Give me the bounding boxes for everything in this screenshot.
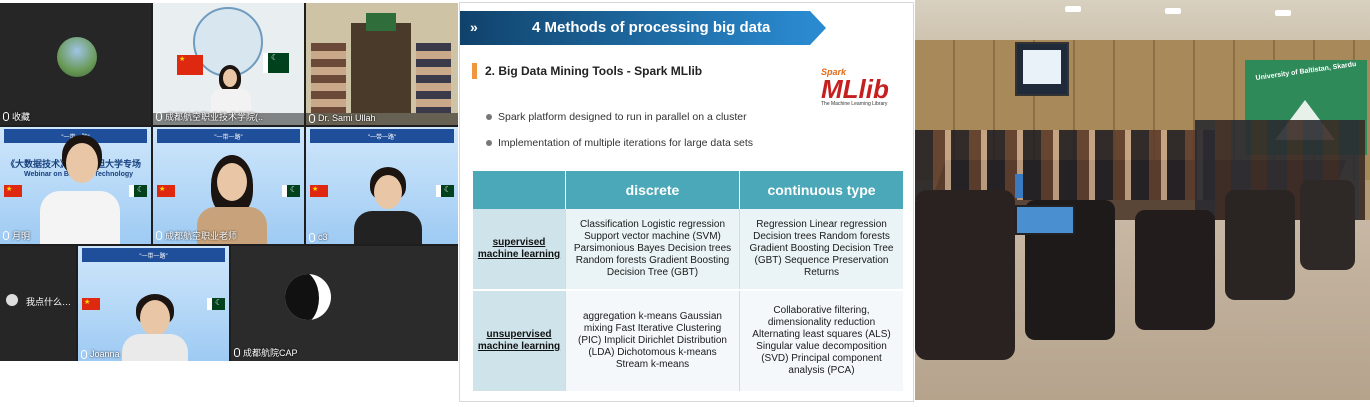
bullet-icon <box>486 140 492 146</box>
logo-spark: Spark <box>821 67 847 77</box>
participant-shirt <box>122 334 188 361</box>
subheading-text: 2. Big Data Mining Tools - Spark MLlib <box>485 64 703 78</box>
chair <box>1225 190 1295 300</box>
logo-tagline: The Machine Learning Library <box>821 101 888 107</box>
speaker-face <box>223 69 237 87</box>
participant-avatar <box>285 274 331 320</box>
slide-title: 4 Methods of processing big data <box>532 19 771 36</box>
table-cell: Collaborative filtering, dimensionality … <box>739 291 903 391</box>
china-flag-icon <box>310 185 328 197</box>
methods-table: discrete continuous type supervised mach… <box>473 171 903 391</box>
accent-bar <box>472 63 477 79</box>
microphone-icon <box>309 232 315 242</box>
participant-tile-9[interactable]: 成都航院CAP <box>231 246 458 361</box>
ceiling-light <box>1065 6 1081 12</box>
participant-tile-7[interactable]: 我点什么… <box>0 246 76 361</box>
banner-header: "一带一路" <box>157 129 300 143</box>
china-flag-icon <box>177 55 203 75</box>
microphone-icon <box>309 113 315 123</box>
table-cell: Classification Logistic regression Suppo… <box>565 209 739 289</box>
participant-name: Joanna <box>81 349 120 359</box>
participant-name: 我点什么… <box>26 297 72 307</box>
table-cell: Regression Linear regression Decision tr… <box>739 209 903 289</box>
participant-shirt <box>40 191 120 244</box>
pakistan-flag-icon <box>207 298 225 310</box>
participant-name: 收藏 <box>3 110 30 123</box>
participant-name: 成都航空职业技术学院(.. <box>156 110 263 123</box>
participant-name: c3 <box>309 232 328 242</box>
china-flag-icon <box>82 298 100 310</box>
chair <box>1300 180 1355 270</box>
classroom-photo: University of Baltistan, Skardu <box>915 0 1370 400</box>
participant-tile-1[interactable]: 收藏 <box>0 3 151 125</box>
participant-face <box>374 175 402 209</box>
participant-avatar <box>57 37 97 77</box>
pakistan-flag-icon <box>436 185 454 197</box>
table-corner <box>473 171 565 209</box>
spark-mllib-logo: Spark MLlib The Machine Learning Library <box>821 67 891 107</box>
pakistan-flag-icon <box>129 185 147 197</box>
microphone-icon <box>81 349 87 359</box>
video-conference-grid: 收藏 成都航空职业技术学院(.. Dr. Sami Ullah "一带一路" 《… <box>0 3 458 361</box>
table-header: discrete <box>565 171 739 209</box>
wall-screen <box>1015 42 1069 96</box>
ceiling-light <box>1275 10 1291 16</box>
participant-tile-6[interactable]: "一带一路" c3 <box>306 127 458 244</box>
slide-subheading: 2. Big Data Mining Tools - Spark MLlib <box>472 63 702 79</box>
laptop-screen <box>1015 205 1075 235</box>
participant-tile-4[interactable]: "一带一路" 《大数据技术》巴基斯坦大学专场 Webinar on Big Da… <box>0 127 151 244</box>
china-flag-icon <box>157 185 175 197</box>
chair <box>1135 210 1215 330</box>
table-row-label: unsupervised machine learning <box>473 291 565 391</box>
speaker-body <box>211 89 251 119</box>
logo-mllib: MLlib <box>821 74 889 104</box>
attendees-right <box>416 43 451 113</box>
participant-name: 月明 <box>3 229 30 242</box>
participant-face <box>217 163 247 201</box>
chair <box>915 190 1015 360</box>
table-header: continuous type <box>739 171 903 209</box>
pakistan-flag-icon <box>263 53 289 73</box>
participant-tile-3[interactable]: Dr. Sami Ullah <box>306 3 458 125</box>
microphone-icon <box>234 348 240 357</box>
china-flag-icon <box>4 185 22 197</box>
bullet-icon <box>486 114 492 120</box>
banner-text: University of Baltistan, Skardu <box>1255 60 1357 83</box>
banner-header: "一带一路" <box>82 248 225 262</box>
participant-tile-5[interactable]: "一带一路" 成都航空职业老师 <box>153 127 304 244</box>
participant-name: 成都航空职业老师 <box>156 229 237 242</box>
laptop-screen <box>1015 174 1023 198</box>
room-banner <box>366 13 396 31</box>
bullet-item: Implementation of multiple iterations fo… <box>486 137 753 149</box>
microphone-icon <box>156 231 162 240</box>
participant-name: 成都航院CAP <box>234 346 298 359</box>
participant-name: Dr. Sami Ullah <box>309 113 376 123</box>
participant-face <box>66 143 98 183</box>
microphone-icon <box>3 231 9 240</box>
microphone-icon <box>3 112 9 121</box>
participant-tile-8[interactable]: "一带一路" Joanna <box>78 246 229 361</box>
participant-tile-2[interactable]: 成都航空职业技术学院(.. <box>153 3 304 125</box>
participant-face <box>140 300 170 336</box>
table-row-label: supervised machine learning <box>473 209 565 289</box>
participant-avatar <box>6 294 18 306</box>
chevron-right-icon: » <box>470 19 478 35</box>
pakistan-flag-icon <box>282 185 300 197</box>
attendees-left <box>311 43 346 113</box>
presentation-slide: » 4 Methods of processing big data 2. Bi… <box>459 2 914 402</box>
table-cell: aggregation k-means Gaussian mixing Fast… <box>565 291 739 391</box>
slide-title-bar: » 4 Methods of processing big data <box>460 11 826 45</box>
seated-students-left <box>915 130 1215 200</box>
ceiling-light <box>1165 8 1181 14</box>
participant-shirt <box>354 211 422 244</box>
participant-top <box>197 207 267 244</box>
meeting-table <box>351 23 411 113</box>
banner-header: "一带一路" <box>310 129 454 143</box>
bullet-item: Spark platform designed to run in parall… <box>486 111 747 123</box>
microphone-icon <box>156 112 162 121</box>
